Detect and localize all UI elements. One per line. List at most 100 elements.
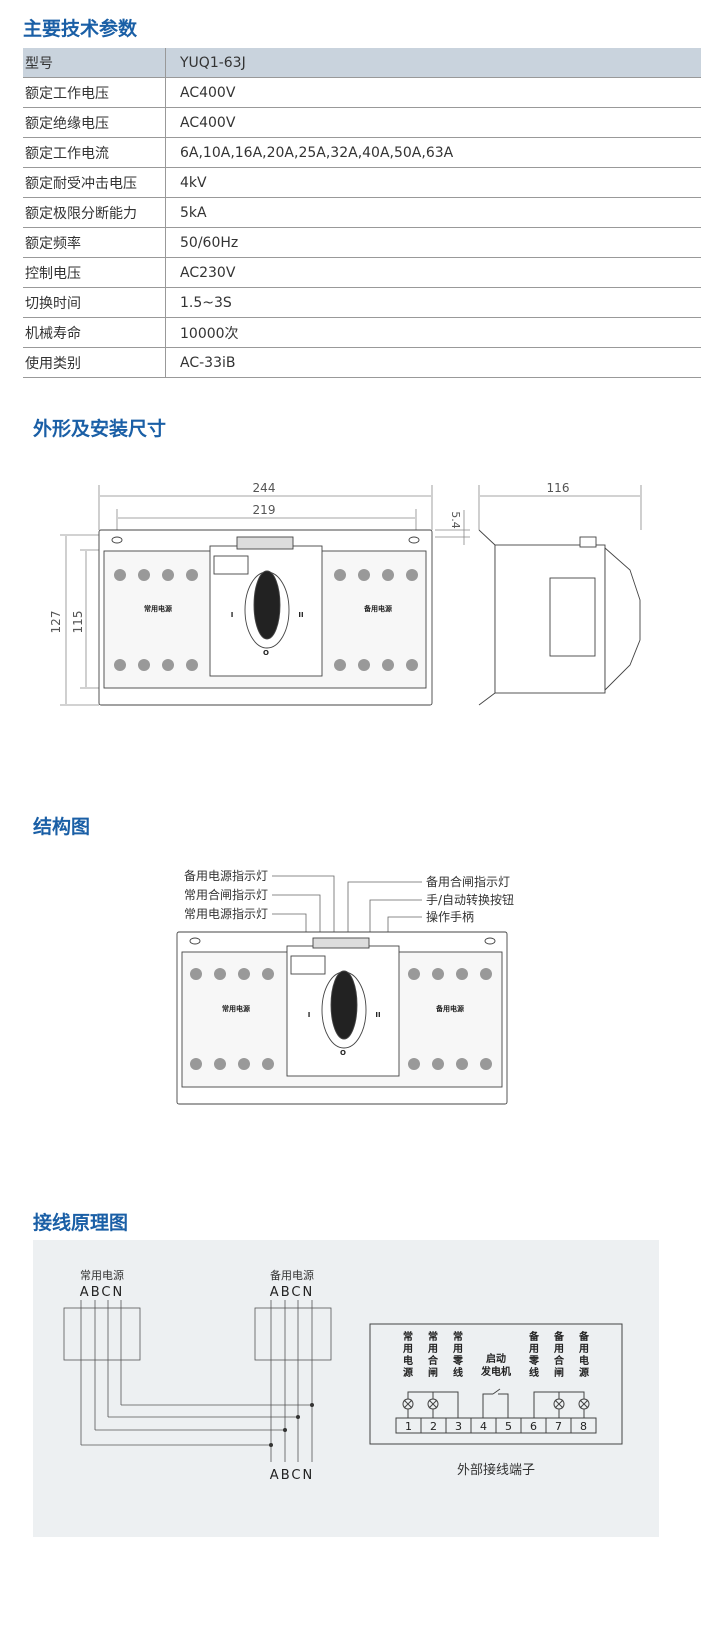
terminal-label-char: 常 bbox=[403, 1330, 413, 1343]
dim-244: 244 bbox=[253, 481, 276, 495]
terminal-label-char: 备 bbox=[578, 1330, 590, 1343]
front-pos-two: II bbox=[298, 611, 303, 619]
terminal-label-char: 电 bbox=[579, 1354, 589, 1367]
spec-value: AC400V bbox=[165, 77, 701, 108]
terminal-caption: 外部接线端子 bbox=[457, 1462, 535, 1478]
terminal-label-char: 电 bbox=[403, 1354, 413, 1367]
dim-5-4: 5.4 bbox=[449, 511, 462, 529]
wiring-section-title: 接线原理图 bbox=[33, 1212, 129, 1234]
structure-section-title: 结构图 bbox=[33, 816, 91, 838]
spec-value: AC230V bbox=[165, 257, 701, 288]
label-normal-power-light: 常用电源指示灯 bbox=[184, 906, 268, 921]
spec-value: 10000次 bbox=[165, 317, 701, 348]
struct-backup-label: 备用电源 bbox=[435, 1004, 464, 1013]
terminal-number: 5 bbox=[505, 1420, 512, 1433]
terminal-label-char: 合 bbox=[427, 1354, 439, 1367]
struct-normal-label: 常用电源 bbox=[222, 1004, 250, 1013]
spec-value: AC400V bbox=[165, 107, 701, 138]
label-manual-auto-button: 手/自动转换按钮 bbox=[426, 892, 514, 907]
spec-label: 额定工作电压 bbox=[23, 77, 166, 108]
terminal-label-char: 零 bbox=[528, 1354, 540, 1367]
spec-label: 额定频率 bbox=[23, 227, 166, 258]
wiring-output-phases: ABCN bbox=[270, 1468, 314, 1483]
spec-label: 额定极限分断能力 bbox=[23, 197, 166, 228]
terminal-number: 6 bbox=[530, 1420, 537, 1433]
front-pos-zero: O bbox=[263, 649, 269, 657]
spec-label: 使用类别 bbox=[23, 347, 166, 378]
dim-116: 116 bbox=[547, 481, 570, 495]
wiring-backup-phases: ABCN bbox=[270, 1285, 314, 1300]
spec-value: AC-33iB bbox=[165, 347, 701, 378]
spec-value: 5kA bbox=[165, 197, 701, 228]
struct-pos-one: I bbox=[308, 1011, 311, 1019]
spec-value: YUQ1-63J bbox=[165, 48, 701, 78]
terminal-label-char: 用 bbox=[528, 1343, 539, 1355]
dim-115: 115 bbox=[71, 611, 85, 634]
label-operating-handle: 操作手柄 bbox=[426, 909, 474, 924]
structure-drawing: 备用电源指示灯 常用合闸指示灯 常用电源指示灯 备用合闸指示灯 手/自动转换按钮… bbox=[176, 868, 514, 1105]
front-normal-label: 常用电源 bbox=[144, 604, 172, 613]
terminal-label-char: 启动 bbox=[486, 1352, 506, 1365]
spec-label: 额定耐受冲击电压 bbox=[23, 167, 166, 198]
terminal-number: 2 bbox=[430, 1420, 437, 1433]
spec-label: 型号 bbox=[23, 48, 166, 78]
front-backup-label: 备用电源 bbox=[363, 604, 392, 613]
terminal-number: 1 bbox=[405, 1420, 412, 1433]
terminal-label-char: 用 bbox=[578, 1343, 589, 1355]
terminal-label-char: 常 bbox=[428, 1330, 438, 1343]
spec-value: 1.5~3S bbox=[165, 287, 701, 318]
terminal-number: 8 bbox=[580, 1420, 587, 1433]
terminal-label-char: 备 bbox=[553, 1330, 565, 1343]
terminal-label-char: 闸 bbox=[428, 1366, 438, 1379]
spec-label: 额定工作电流 bbox=[23, 137, 166, 168]
label-backup-close-light: 备用合闸指示灯 bbox=[426, 874, 510, 889]
spec-label: 额定绝缘电压 bbox=[23, 107, 166, 138]
terminal-label-char: 零 bbox=[452, 1354, 464, 1367]
spec-label: 机械寿命 bbox=[23, 317, 166, 348]
dim-219: 219 bbox=[253, 503, 276, 517]
terminal-label-char: 闸 bbox=[554, 1366, 564, 1379]
wiring-diagram: 常用电源 备用电源 ABCN ABCN ABCN bbox=[33, 1240, 659, 1537]
dimensions-section-title: 外形及安装尺寸 bbox=[33, 418, 167, 440]
terminal-label-char: 源 bbox=[403, 1366, 413, 1379]
terminal-label-char: 合 bbox=[553, 1354, 565, 1367]
terminal-label-char: 线 bbox=[529, 1366, 539, 1379]
terminal-label-char: 备 bbox=[528, 1330, 540, 1343]
label-normal-close-light: 常用合闸指示灯 bbox=[184, 887, 268, 902]
spec-value: 6A,10A,16A,20A,25A,32A,40A,50A,63A bbox=[165, 137, 701, 168]
wiring-backup-power: 备用电源 bbox=[270, 1268, 314, 1282]
terminal-label-char: 发电机 bbox=[480, 1365, 511, 1378]
dim-127: 127 bbox=[49, 611, 63, 634]
wiring-normal-phases: ABCN bbox=[80, 1285, 124, 1300]
dimension-drawing: 244 219 116 127 115 5.4 常用电源 备用电源 I II O bbox=[49, 481, 642, 706]
terminal-label-char: 源 bbox=[579, 1366, 589, 1379]
terminal-number: 3 bbox=[455, 1420, 462, 1433]
terminal-label-char: 线 bbox=[453, 1366, 463, 1379]
terminal-label-char: 用 bbox=[427, 1343, 438, 1355]
spec-label: 切换时间 bbox=[23, 287, 166, 318]
spec-value: 50/60Hz bbox=[165, 227, 701, 258]
terminal-number: 4 bbox=[480, 1420, 487, 1433]
label-backup-power-light: 备用电源指示灯 bbox=[184, 868, 268, 883]
wiring-normal-power: 常用电源 bbox=[80, 1268, 124, 1282]
terminal-label-char: 用 bbox=[553, 1343, 564, 1355]
spec-label: 控制电压 bbox=[23, 257, 166, 288]
specs-section-title: 主要技术参数 bbox=[23, 18, 138, 40]
struct-pos-zero: O bbox=[340, 1049, 346, 1057]
struct-pos-two: II bbox=[375, 1011, 380, 1019]
terminal-number: 7 bbox=[555, 1420, 562, 1433]
terminal-label-char: 用 bbox=[452, 1343, 463, 1355]
front-pos-one: I bbox=[231, 611, 234, 619]
